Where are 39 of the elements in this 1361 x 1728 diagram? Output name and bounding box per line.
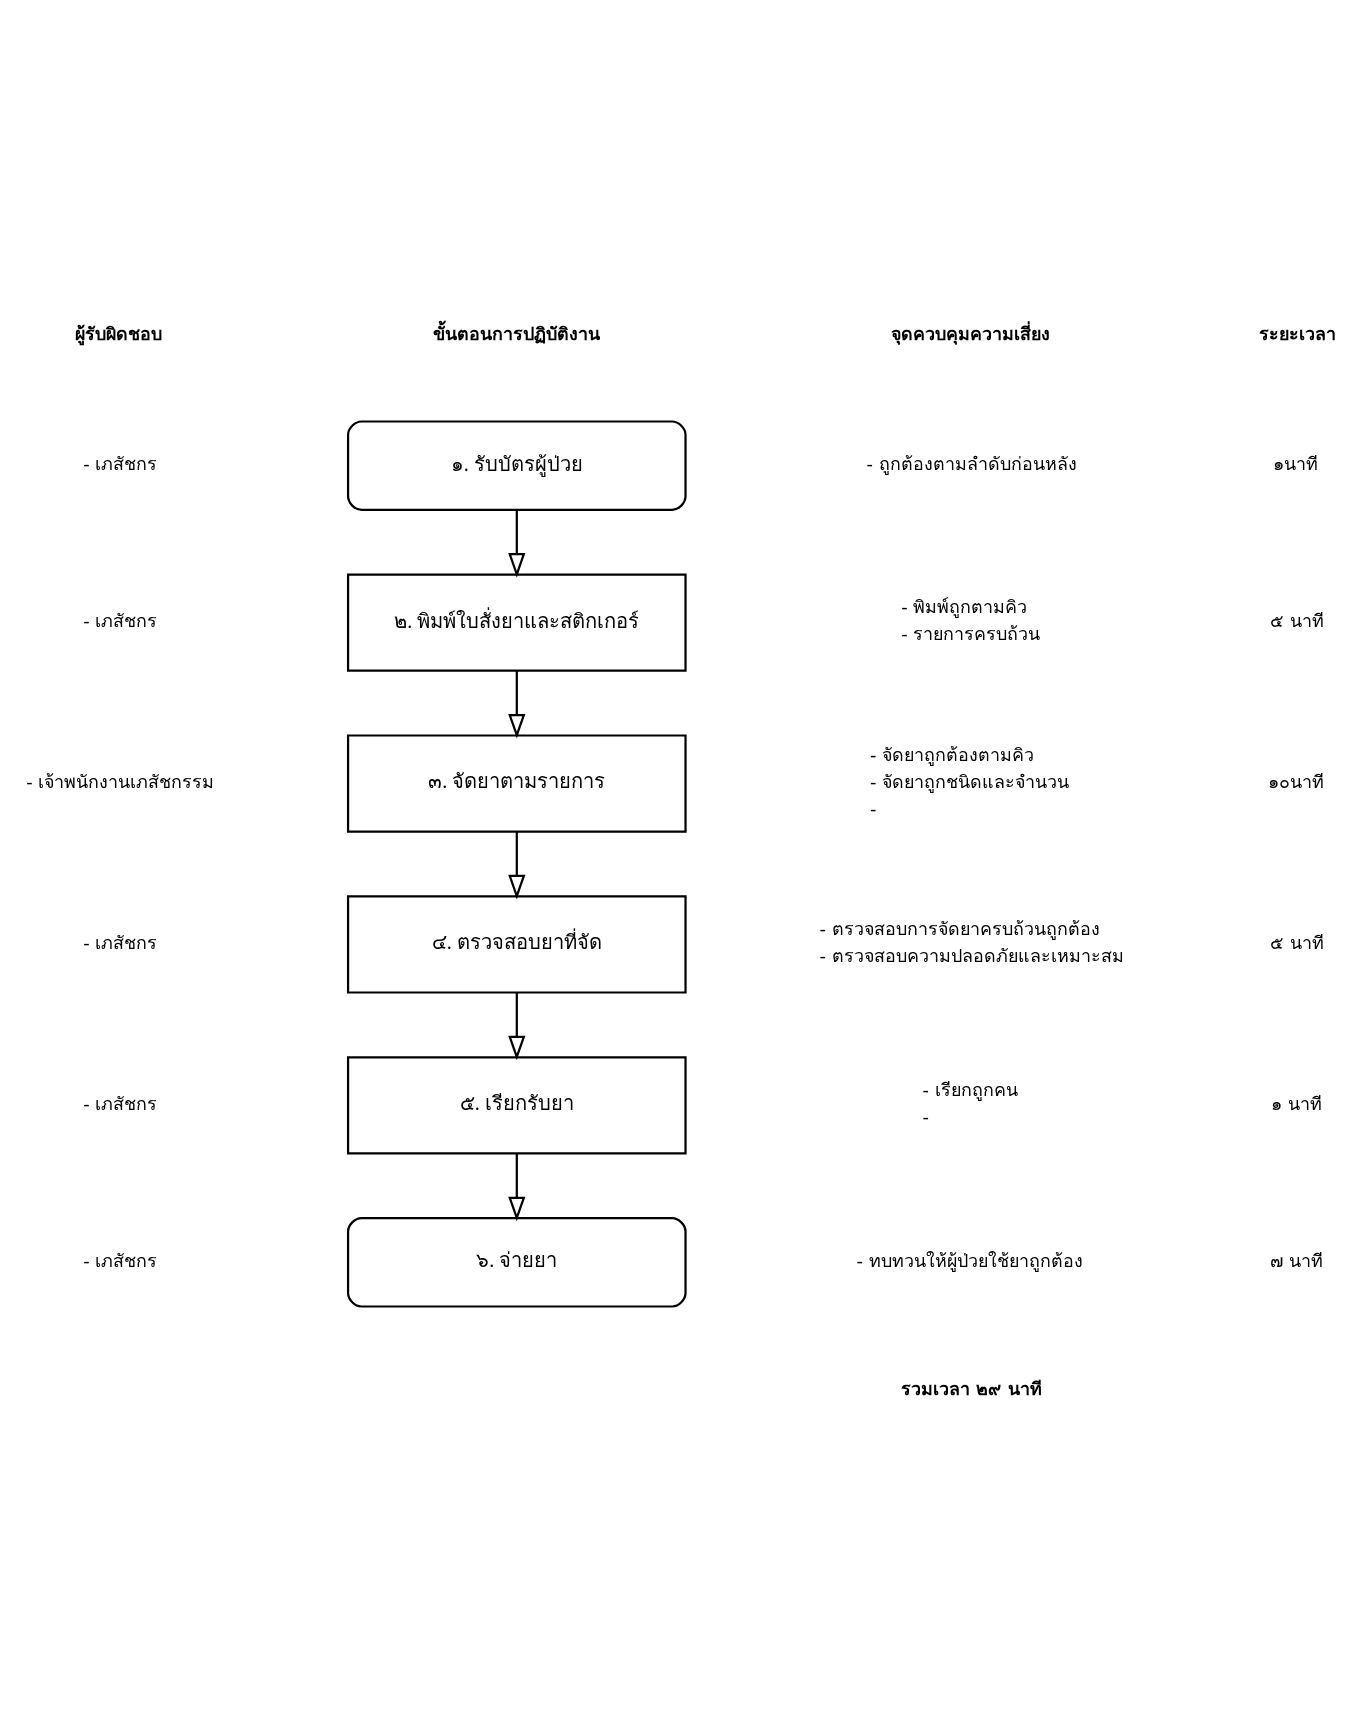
label: ๗ นาที: [1269, 1249, 1323, 1271]
label: -: [869, 797, 877, 819]
label: รวมเวลา ๒๙ นาที: [901, 1377, 1042, 1399]
label: - เภสัชกร: [83, 1249, 158, 1271]
label: - จัดยาถูกชนิดและจำนวน: [869, 770, 1070, 792]
arrow: [508, 670, 526, 739]
label: จุดควบคุมความเสี่ยง: [891, 322, 1051, 344]
label: - เภสัชกร: [83, 609, 158, 631]
node-box: ๒. พิมพ์ใบสั่งยาและสติกเกอร์: [346, 573, 687, 672]
arrow: [508, 1153, 526, 1222]
node-box: ๑. รับบัตรผู้ป่วย: [346, 420, 687, 511]
label: ๑ นาที: [1271, 1092, 1322, 1114]
arrow: [508, 992, 526, 1061]
label: - รายการครบถ้วน: [901, 623, 1041, 645]
label: - พิมพ์ถูกตามคิว: [901, 596, 1028, 618]
label: ๑นาที: [1273, 452, 1319, 474]
arrow: [508, 831, 526, 900]
node-box: ๖. จ่ายยา: [346, 1217, 687, 1308]
label: - เภสัชกร: [83, 1092, 158, 1114]
label: ระยะเวลา: [1258, 322, 1336, 344]
arrow: [508, 509, 526, 578]
label: - เรียกถูกคน: [922, 1079, 1018, 1101]
label: - ถูกต้องตามลำดับก่อนหลัง: [866, 452, 1077, 474]
label: -: [922, 1106, 929, 1128]
label: - เภสัชกร: [83, 452, 158, 474]
node-box: ๔. ตรวจสอบยาที่จัด: [346, 895, 687, 994]
label: - จัดยาถูกต้องตามคิว: [869, 743, 1035, 765]
label: - ตรวจสอบความปลอดภัยและเหมาะสม: [819, 945, 1124, 967]
node-box: ๕. เรียกรับยา: [346, 1056, 687, 1155]
label: - เภสัชกร: [83, 931, 158, 953]
label: - ทบทวนให้ผู้ป่วยใช้ยาถูกต้อง: [856, 1249, 1083, 1271]
node-box: ๓. จัดยาตามรายการ: [346, 734, 687, 833]
label: ๑๐นาที: [1267, 770, 1324, 792]
label: ผู้รับผิดชอบ: [75, 322, 163, 344]
label: - ตรวจสอบการจัดยาครบถ้วนถูกต้อง: [819, 918, 1100, 940]
label: ขั้นตอนการปฏิบัติงาน: [432, 322, 600, 344]
label: ๕ นาที: [1269, 609, 1324, 631]
label: ๕ นาที: [1269, 931, 1324, 953]
label: - เจ้าพนักงานเภสัชกรรม: [26, 770, 215, 792]
